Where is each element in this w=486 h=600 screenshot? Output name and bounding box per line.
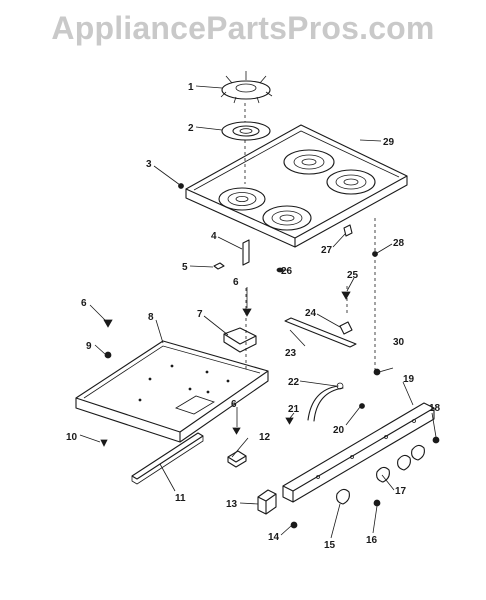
callout-15: 15 [324,540,336,551]
nut-20 [359,403,365,409]
knob-15 [336,488,350,505]
callout-11: 11 [175,493,186,504]
screw-25 [341,291,351,300]
callout-26: 26 [281,266,293,277]
callout-12: 12 [259,432,271,443]
valve-13 [257,489,277,515]
callout-30: 30 [393,337,405,348]
burner-bowl [221,121,271,141]
callout-17: 17 [395,486,407,497]
screw-21 [285,417,294,425]
callout-1: 1 [188,82,194,93]
screw-6-mid [232,427,241,435]
callout-20: 20 [333,425,345,436]
callout-10: 10 [66,432,78,443]
callout-5: 5 [182,262,188,273]
callout-25: 25 [347,270,359,281]
callout-labels: 1 2 3 4 5 6 7 8 9 10 11 12 13 14 15 16 1… [66,82,441,551]
nut-28 [372,251,378,257]
callout-27: 27 [321,245,333,256]
clip-27 [343,224,353,237]
tube-22 [307,382,344,422]
callout-4: 4 [211,231,217,242]
igniter-bracket [242,239,250,266]
callout-3: 3 [146,159,152,170]
callout-6-left: 6 [81,298,87,309]
bracket-7 [223,327,257,353]
callout-18: 18 [429,403,441,414]
burner-head [220,71,273,104]
callout-21: 21 [288,404,300,415]
nut-18 [432,436,440,444]
knob-right-b [411,444,425,461]
callout-23: 23 [285,348,297,359]
screw-14 [290,521,298,529]
rod-23 [284,317,357,348]
callout-6-top: 6 [233,277,239,288]
nut-16 [373,499,381,507]
cooktop-panel [185,124,408,248]
rail-11 [131,432,204,485]
callout-16-bottom: 16 [366,535,378,546]
callout-29: 29 [383,137,395,148]
callout-19: 19 [403,374,415,385]
nut-9 [104,351,112,359]
knob-17 [376,466,390,483]
watermark-logo-text: AppliancePartsPros.com [51,10,435,46]
bracket-12 [227,450,247,468]
callout-7: 7 [197,309,203,320]
callout-13: 13 [226,499,238,510]
burner-box [75,340,269,443]
callout-22: 22 [288,377,300,388]
callout-28: 28 [393,238,405,249]
clip-24 [339,321,353,335]
screw-10 [100,439,108,447]
screw-6-left [103,319,113,328]
callout-14: 14 [268,532,280,543]
callout-9: 9 [86,341,92,352]
knob-right-a [397,454,411,471]
callout-2: 2 [188,123,194,134]
callout-8: 8 [148,312,154,323]
leader-lines [79,85,437,539]
callout-labels-repeated: 6 6 16 [81,298,237,410]
screw-5 [213,262,225,270]
manifold-panel-19 [282,402,435,503]
callout-6-mid: 6 [231,399,237,410]
callout-24: 24 [305,308,317,319]
screw-6-top [242,308,252,317]
